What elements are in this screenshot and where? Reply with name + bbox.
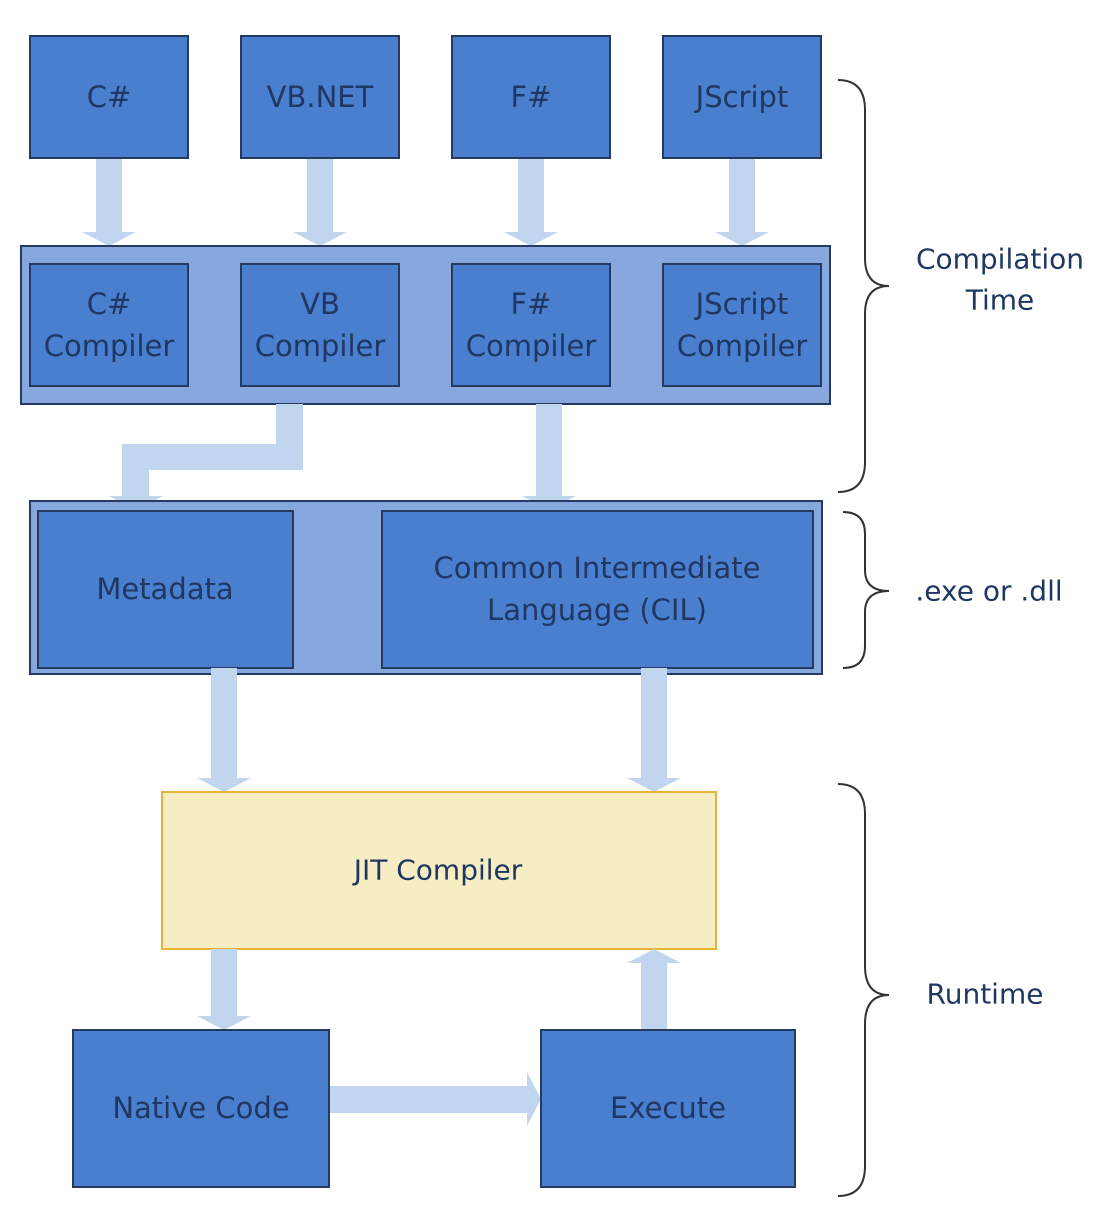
compiler-box-fsharp: F# Compiler <box>451 263 611 387</box>
native-code-label: Native Code <box>112 1091 289 1125</box>
arrow-vbnet-to-compiler <box>293 158 347 246</box>
language-box-csharp: C# <box>29 35 189 159</box>
execute-box: Execute <box>540 1029 796 1188</box>
compiler-label-fsharp-line1: F# <box>511 287 552 321</box>
execute-label: Execute <box>610 1091 726 1125</box>
language-label-fsharp: F# <box>511 80 552 114</box>
metadata-label: Metadata <box>96 572 233 606</box>
compiler-label-vb-line1: VB <box>300 287 340 321</box>
compiler-label-jscript-line1: JScript <box>694 287 789 321</box>
compiler-box-csharp: C# Compiler <box>29 263 189 387</box>
brace-exe-dll <box>842 511 890 669</box>
language-label-csharp: C# <box>87 80 132 114</box>
compiler-label-vb-line2: Compiler <box>255 329 386 363</box>
brace-runtime <box>837 783 890 1197</box>
arrow-metadata-to-jit <box>197 668 251 792</box>
cil-label-line2: Language (CIL) <box>487 593 707 627</box>
compiler-label-csharp-line2: Compiler <box>44 329 175 363</box>
native-code-box: Native Code <box>72 1029 330 1188</box>
language-box-fsharp: F# <box>451 35 611 159</box>
arrow-jit-to-native <box>197 949 251 1030</box>
arrow-cil-to-jit <box>627 668 681 792</box>
compiler-box-vb: VB Compiler <box>240 263 400 387</box>
jit-compiler-label: JIT Compiler <box>352 854 523 887</box>
language-label-jscript: JScript <box>694 80 789 114</box>
metadata-box: Metadata <box>37 510 294 669</box>
cil-box: Common Intermediate Language (CIL) <box>381 510 814 669</box>
compilation-time-label-line2: Time <box>965 284 1035 317</box>
compiler-label-jscript-line2: Compiler <box>677 329 808 363</box>
compiler-label-csharp-line1: C# <box>87 287 132 321</box>
arrow-fsharp-to-compiler <box>504 158 558 246</box>
compilation-time-label-line1: Compilation <box>916 243 1084 276</box>
arrow-native-to-execute <box>329 1072 541 1126</box>
arrow-csharp-to-compiler <box>82 158 136 246</box>
cil-label-line1: Common Intermediate <box>434 551 761 585</box>
compiler-box-jscript: JScript Compiler <box>662 263 822 387</box>
language-label-vbnet: VB.NET <box>267 80 374 114</box>
jit-compiler-box: JIT Compiler <box>161 791 717 950</box>
language-box-jscript: JScript <box>662 35 822 159</box>
arrow-jscript-to-compiler <box>715 158 769 246</box>
language-box-vbnet: VB.NET <box>240 35 400 159</box>
exe-dll-label: .exe or .dll <box>915 575 1062 608</box>
arrow-execute-to-jit <box>627 949 681 1030</box>
runtime-label: Runtime <box>927 978 1044 1011</box>
compiler-label-fsharp-line2: Compiler <box>466 329 597 363</box>
brace-compilation-time <box>837 79 890 493</box>
arrow-compiler-to-cil <box>522 404 576 510</box>
arrow-compiler-to-metadata <box>109 404 303 510</box>
